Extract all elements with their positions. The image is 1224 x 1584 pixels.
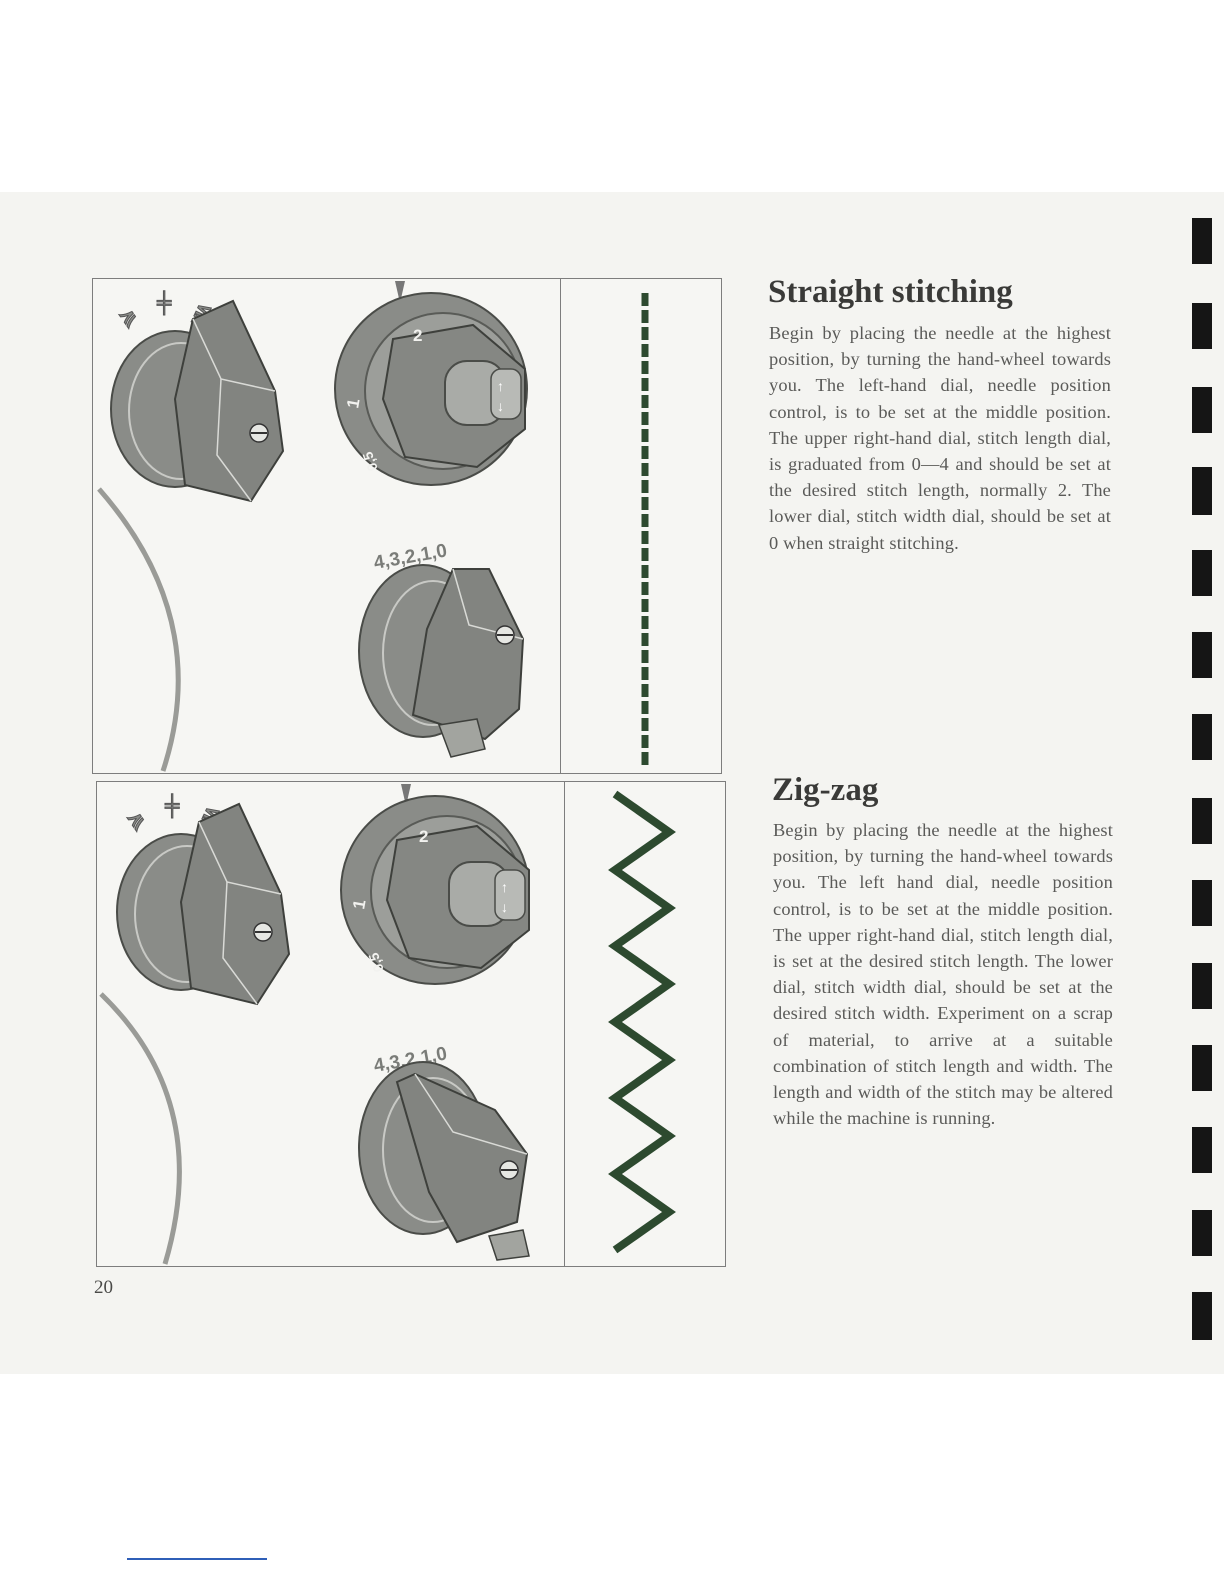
dial-indicator-icon — [395, 281, 405, 303]
zigzag-stitch-line — [608, 790, 676, 1254]
binding-mark — [1192, 632, 1212, 678]
svg-text:╪: ╪ — [156, 290, 172, 316]
handwheel-arc — [99, 992, 182, 1265]
svg-text:≽: ≽ — [123, 806, 149, 834]
length-mark-1: 1 — [343, 397, 363, 410]
zigzag-dials-illustration: ≽ ╪ ⋚ ↑ ↓ 2 1 0,5 4,3,2,1,0 — [96, 781, 566, 1267]
binding-mark — [1192, 550, 1212, 596]
svg-text:↑: ↑ — [501, 879, 508, 895]
length-mark-1: 1 — [349, 898, 369, 911]
svg-text:≽: ≽ — [115, 303, 141, 331]
section-title-straight-stitching: Straight stitching — [768, 274, 1013, 310]
stitch-length-dial: ↑ ↓ 2 1 0,5 — [340, 795, 530, 985]
handwheel-arc — [97, 487, 181, 772]
dial-indicator-icon — [401, 784, 411, 806]
section-body-zig-zag: Begin by placing the needle at the highe… — [773, 820, 1113, 1129]
footnote-rule — [127, 1558, 267, 1560]
straight-stitch-dials-illustration: ≽ ╪ ⋚ ↑ ↓ 2 1 0,5 4,3,2,1,0 — [92, 278, 562, 774]
straight-stitch-line — [641, 293, 649, 767]
stitch-width-dial — [358, 564, 525, 758]
binding-mark — [1192, 1127, 1212, 1173]
binding-mark — [1192, 218, 1212, 264]
dials-drawing: ≽ ╪ ⋚ ↑ ↓ 2 1 0,5 4,3,2,1,0 — [97, 281, 528, 772]
binding-mark — [1192, 387, 1212, 433]
binding-mark — [1192, 714, 1212, 760]
page-number: 20 — [94, 1277, 113, 1298]
section-title-zig-zag: Zig-zag — [772, 772, 879, 808]
straight-stitch-sample — [560, 278, 722, 774]
stitch-width-dial — [358, 1061, 530, 1261]
zigzag-stitch-sample — [564, 781, 726, 1267]
binding-mark — [1192, 467, 1212, 515]
binding-mark — [1192, 1292, 1212, 1340]
svg-text:↓: ↓ — [497, 398, 504, 414]
binding-mark — [1192, 1210, 1212, 1256]
length-mark-0-5: 0,5 — [365, 950, 387, 974]
binding-mark — [1192, 303, 1212, 349]
stitch-length-dial: ↑ ↓ 2 1 0,5 — [334, 292, 528, 486]
dials-drawing: ≽ ╪ ⋚ ↑ ↓ 2 1 0,5 4,3,2,1,0 — [99, 784, 530, 1265]
needle-position-dial — [110, 299, 285, 503]
binding-mark — [1192, 798, 1212, 844]
binding-mark — [1192, 963, 1212, 1009]
binding-mark — [1192, 880, 1212, 926]
svg-text:╪: ╪ — [164, 793, 180, 819]
needle-position-dial — [116, 802, 291, 1006]
binding-mark — [1192, 1045, 1212, 1091]
length-mark-2: 2 — [413, 326, 422, 345]
svg-text:↑: ↑ — [497, 378, 504, 394]
length-mark-2: 2 — [419, 827, 428, 846]
length-mark-0-5: 0,5 — [359, 449, 381, 473]
section-body-straight-stitching: Begin by placing the needle at the highe… — [769, 323, 1111, 553]
svg-text:↓: ↓ — [501, 899, 508, 915]
